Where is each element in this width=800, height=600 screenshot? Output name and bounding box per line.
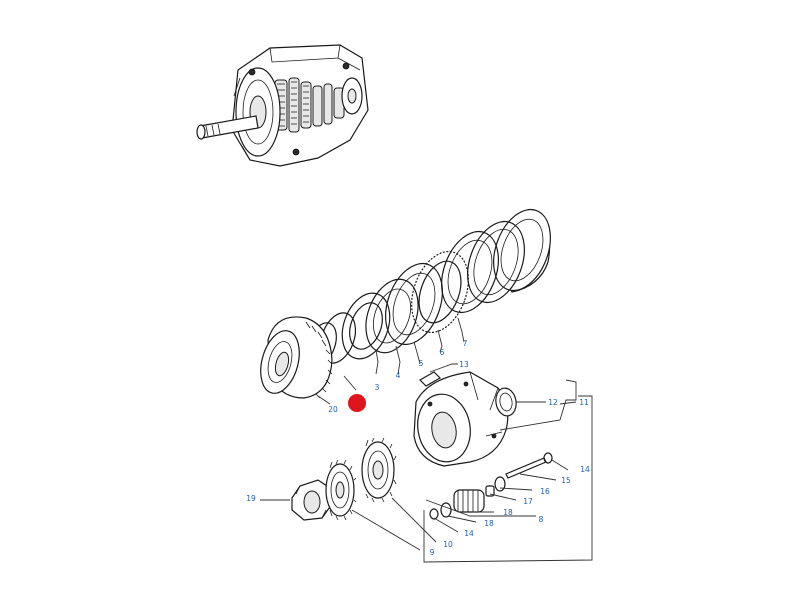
assembly-overview-illustration xyxy=(196,44,369,167)
callout-9: 9 xyxy=(430,548,435,557)
callout-14-lower: 14 xyxy=(464,529,474,538)
part-5-plate xyxy=(365,278,419,354)
callout-labels: 2 3 4 5 6 7 8 9 10 11 12 13 14 14 15 16 … xyxy=(246,339,590,557)
part-12-bushing xyxy=(495,387,517,417)
part-10-gear xyxy=(361,437,397,503)
callout-5: 5 xyxy=(419,359,424,368)
part-19-hub xyxy=(291,479,335,521)
callout-6: 6 xyxy=(440,348,445,357)
callout-13: 13 xyxy=(459,360,469,369)
part-separator-plate-a xyxy=(441,230,499,314)
highlight-marker xyxy=(348,394,366,412)
part-7-friction-disc xyxy=(411,250,469,334)
callout-14-upper: 14 xyxy=(580,465,590,474)
part-17-pin xyxy=(485,485,495,497)
callout-20: 20 xyxy=(328,405,338,414)
callout-16: 16 xyxy=(540,487,550,496)
callout-8: 8 xyxy=(539,515,544,524)
part-14-washer-lower xyxy=(429,508,439,520)
callout-3: 3 xyxy=(375,383,380,392)
callout-18-lower: 18 xyxy=(484,519,494,528)
part-20-clutch-drum-gear xyxy=(260,316,333,399)
callout-19: 19 xyxy=(246,494,256,503)
callout-10: 10 xyxy=(443,540,453,549)
clutch-disc-stack xyxy=(260,208,551,399)
part-16-gear-small xyxy=(453,489,485,513)
part-plate-outer xyxy=(493,208,551,293)
callout-15: 15 xyxy=(561,476,571,485)
part-9-gear xyxy=(325,459,357,521)
part-14-washer-upper xyxy=(543,452,553,464)
callout-7: 7 xyxy=(463,339,468,348)
part-6-plate xyxy=(385,262,443,346)
part-18-bearing-b xyxy=(494,476,506,492)
callout-12: 12 xyxy=(548,398,558,407)
leader-lines xyxy=(260,317,593,563)
part-4-piston xyxy=(341,292,391,360)
part-11-housing xyxy=(413,371,509,467)
callout-17: 17 xyxy=(523,497,533,506)
callout-18-upper: 18 xyxy=(503,508,513,517)
callout-4: 4 xyxy=(396,371,401,380)
callout-11: 11 xyxy=(579,398,589,407)
part-18-bearing xyxy=(440,502,452,518)
